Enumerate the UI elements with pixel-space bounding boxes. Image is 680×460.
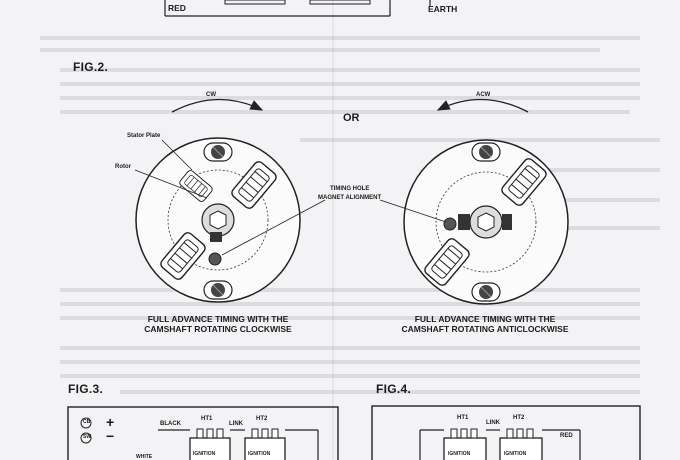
red-wire-label: RED — [168, 3, 186, 13]
anticlockwise-arrow — [436, 98, 529, 113]
clockwise-arrow — [171, 98, 264, 113]
fig4-coil1-label: IGNITION — [448, 451, 471, 457]
stator-plate-label: Stator Plate — [127, 133, 161, 139]
fig4-red-wire-label: RED — [560, 433, 573, 439]
cw-label: CW — [206, 92, 216, 98]
paper-fold — [332, 0, 334, 460]
fig3-ht2-label: HT2 — [256, 416, 268, 422]
fig4-coil2-label: IGNITION — [504, 451, 527, 457]
fig4-link-label: LINK — [486, 420, 500, 426]
rotor-label: Rotor — [115, 164, 131, 170]
fig3-coil2-label: IGNITION — [248, 451, 271, 457]
plus-symbol: + — [106, 414, 115, 430]
caption-right-line-1: FULL ADVANCE TIMING WITH THE — [414, 314, 556, 324]
right-stator-assembly — [379, 139, 569, 305]
timing-hole-label: TIMING HOLE — [330, 186, 370, 192]
minus-symbol: − — [106, 428, 115, 444]
acw-label: ACW — [476, 92, 491, 98]
fig2-caption-right: FULL ADVANCE TIMING WITH THE CAMSHAFT RO… — [380, 314, 590, 334]
left-stator-assembly — [134, 137, 326, 303]
earth-label: EARTH — [428, 4, 458, 14]
magnet-alignment-label: MAGNET ALIGNMENT — [318, 195, 382, 201]
fig3-ht1-label: HT1 — [201, 416, 213, 422]
caption-right-line-2: CAMSHAFT ROTATING ANTICLOCKWISE — [401, 324, 569, 334]
fig4-title: FIG.4. — [376, 382, 412, 396]
sw-terminal-label: SW — [83, 434, 92, 440]
fig3-title: FIG.3. — [68, 382, 104, 396]
cb-terminal-label: CB — [83, 419, 91, 425]
caption-left-line-2: CAMSHAFT ROTATING CLOCKWISE — [144, 324, 292, 334]
black-wire-label: BLACK — [160, 421, 181, 427]
white-wire-label: WHITE — [136, 454, 153, 460]
or-label: OR — [343, 112, 360, 124]
fig3-link-label: LINK — [229, 421, 243, 427]
fig2-title: FIG.2. — [73, 60, 109, 74]
fig2-caption-left: FULL ADVANCE TIMING WITH THE CAMSHAFT RO… — [128, 314, 308, 334]
fig4-ht2-label: HT2 — [513, 415, 525, 421]
fig4-ht1-label: HT1 — [457, 415, 469, 421]
fig3-coil1-label: IGNITION — [193, 451, 216, 457]
caption-left-line-1: FULL ADVANCE TIMING WITH THE — [147, 314, 289, 324]
